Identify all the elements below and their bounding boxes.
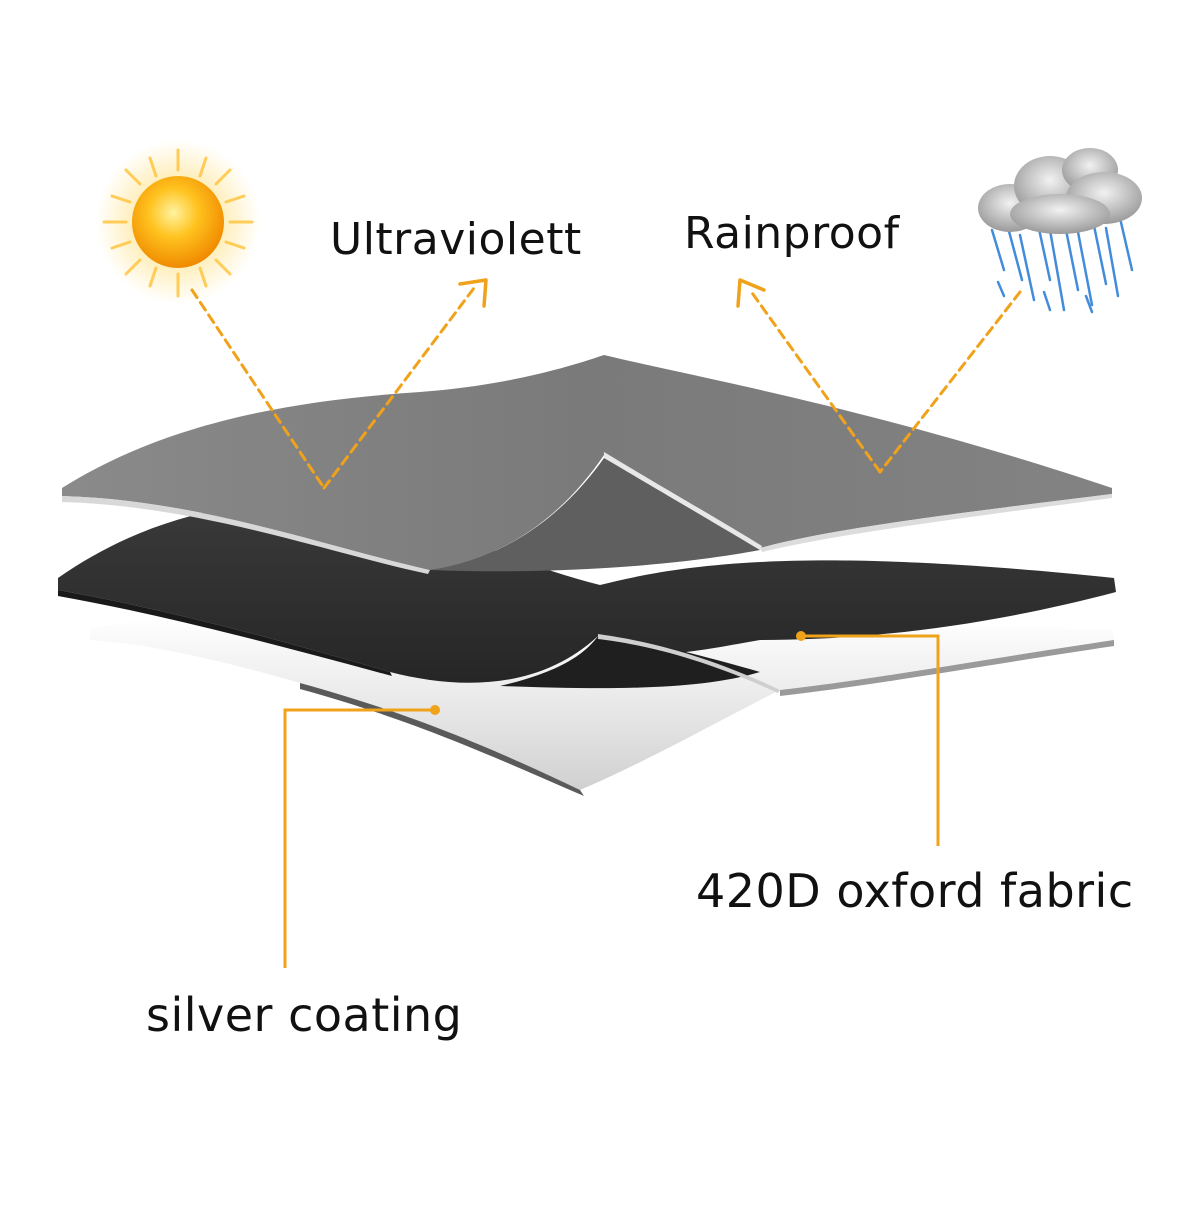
rain-arrow-head [736, 278, 766, 308]
rain-reflected-ray [748, 288, 882, 474]
rain-cloud-icon [978, 148, 1142, 314]
uv-reflected-ray [322, 286, 476, 490]
oxford-fabric-layer [58, 502, 1116, 693]
sun-icon [96, 140, 260, 304]
silver-marker-dot [430, 705, 440, 715]
rain-incoming-ray [878, 290, 1022, 474]
oxford-marker-dot [796, 631, 806, 641]
rainproof-label: Rainproof [684, 208, 900, 259]
uv-incoming-ray [190, 288, 326, 490]
silver-leader-line [283, 708, 435, 968]
oxford-leader-line [801, 634, 940, 846]
oxford-fabric-label: 420D oxford fabric [696, 864, 1134, 918]
silver-coating-label: silver coating [146, 988, 463, 1042]
uv-arrow-head [458, 278, 488, 308]
outer-layer [62, 355, 1112, 574]
ultraviolet-label: Ultraviolett [330, 214, 582, 265]
